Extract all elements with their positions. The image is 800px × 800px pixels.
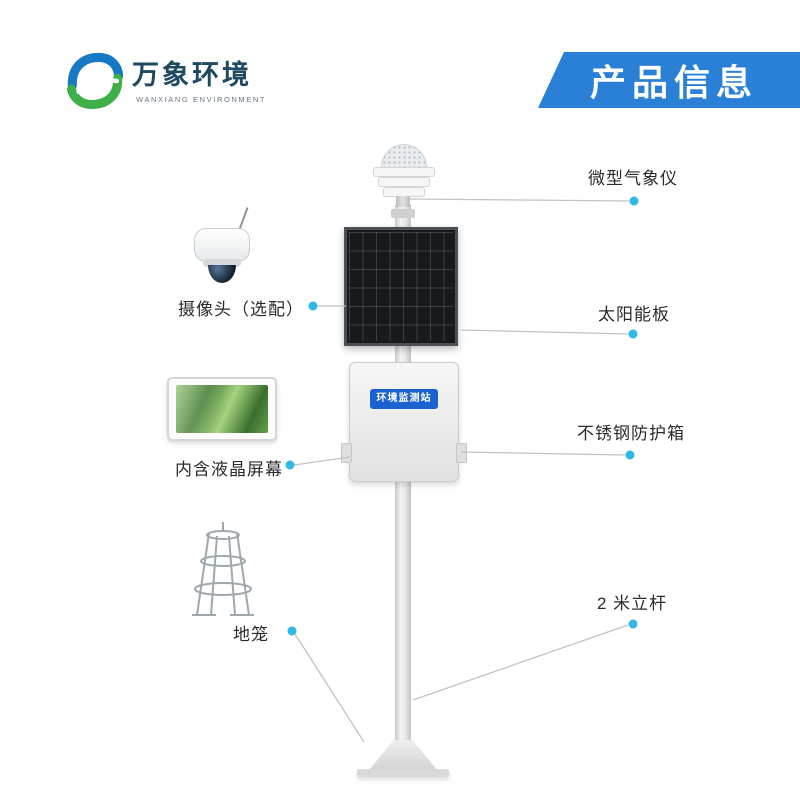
callout-line-cage bbox=[294, 633, 365, 743]
callout-dot-weather-sensor bbox=[629, 196, 639, 206]
pole-base-skirt bbox=[369, 740, 437, 770]
callout-label-weather-sensor: 微型气象仪 bbox=[588, 169, 678, 188]
weather-sensor-illustration bbox=[357, 144, 449, 207]
sensor-plate bbox=[378, 177, 430, 187]
cabinet-mount-ear bbox=[341, 443, 352, 463]
brand-logo: 万象环境 WANXIANG ENVIRONMENT bbox=[66, 52, 264, 118]
camera-lens-dome bbox=[208, 265, 236, 283]
protective-cabinet-illustration: 环境监测站 bbox=[341, 362, 467, 482]
callout-label-lcd: 内含液晶屏幕 bbox=[175, 460, 283, 479]
pole-collar bbox=[391, 209, 415, 218]
lcd-screen-illustration bbox=[167, 377, 277, 441]
callout-label-camera: 摄像头（选配） bbox=[178, 300, 304, 319]
sensor-neck bbox=[396, 196, 410, 207]
callout-label-pole: 2 米立杆 bbox=[597, 594, 668, 613]
camera-ring bbox=[203, 259, 241, 267]
brand-subtitle: WANXIANG ENVIRONMENT bbox=[136, 95, 267, 104]
callout-dot-camera bbox=[308, 301, 318, 311]
callout-label-cabinet: 不锈钢防护箱 bbox=[577, 424, 685, 443]
callout-dot-pole bbox=[628, 619, 638, 629]
cabinet-mount-ear bbox=[456, 443, 467, 463]
callout-line-solar-panel bbox=[460, 329, 629, 335]
callout-dot-solar-panel bbox=[628, 329, 638, 339]
cabinet-nameplate: 环境监测站 bbox=[370, 389, 438, 409]
callout-dot-cabinet bbox=[625, 450, 635, 460]
callout-line-cabinet bbox=[460, 451, 626, 456]
brand-subtitle-row: WANXIANG ENVIRONMENT bbox=[132, 95, 270, 104]
pole-base-plate bbox=[357, 769, 449, 777]
camera-illustration bbox=[188, 207, 260, 292]
sensor-plate bbox=[373, 167, 435, 177]
sensor-dome bbox=[381, 144, 427, 167]
callout-label-solar-panel: 太阳能板 bbox=[598, 305, 670, 324]
callout-dot-lcd bbox=[285, 460, 295, 470]
callout-line-pole bbox=[412, 624, 629, 701]
page-title: 产品信息 bbox=[589, 62, 758, 103]
callout-label-cage: 地笼 bbox=[233, 625, 269, 644]
brand-logo-icon bbox=[66, 52, 124, 110]
brand-name: 万象环境 bbox=[132, 60, 252, 90]
lcd-screen-image bbox=[176, 385, 268, 433]
callout-dot-cage bbox=[287, 626, 297, 636]
ground-cage-illustration bbox=[192, 522, 254, 616]
solar-panel-illustration bbox=[344, 227, 458, 346]
brand-text-block: 万象环境 WANXIANG ENVIRONMENT bbox=[132, 52, 270, 104]
page-title-banner: 产品信息 bbox=[538, 52, 800, 108]
camera-body bbox=[194, 228, 250, 262]
